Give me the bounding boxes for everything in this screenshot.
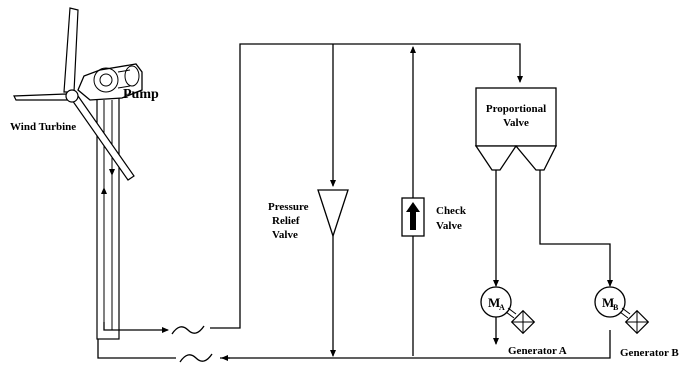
outflow-pipe-upper — [210, 43, 523, 329]
check-valve-label-2: Valve — [436, 220, 462, 232]
check-valve-arrow-icon — [406, 202, 420, 230]
proportional-valve-label-1: Proportional — [486, 103, 546, 115]
pressure-relief-label-1: Pressure — [268, 201, 309, 213]
line-to-motor-b — [539, 170, 613, 287]
generator-a-label: Generator A — [508, 345, 567, 357]
shaft-a — [505, 311, 515, 319]
generator-a-icon — [510, 309, 536, 335]
pipe-break-lower — [179, 353, 213, 363]
motor-b-label: M — [602, 295, 614, 310]
return-pipe — [220, 330, 611, 359]
wind-turbine — [13, 7, 143, 340]
motor-b — [594, 286, 626, 318]
shaft-b — [619, 311, 629, 319]
motor-a-label: M — [488, 295, 500, 310]
pipe-break-upper — [171, 325, 205, 335]
generator-b-label: Generator B — [620, 347, 679, 359]
motor-a-sub: A — [499, 303, 505, 312]
return-pipe-to-tower — [97, 339, 176, 359]
pressure-relief-valve — [317, 189, 349, 239]
pressure-relief-label-3: Valve — [272, 229, 298, 241]
wind-turbine-label: Wind Turbine — [10, 121, 76, 133]
proportional-valve-outlet-a — [474, 145, 518, 171]
pump-label: Pump — [123, 87, 159, 102]
proportional-valve — [475, 87, 557, 147]
turbine-nacelle — [77, 63, 143, 101]
proportional-valve-label-2: Valve — [503, 117, 529, 129]
check-valve-label-1: Check — [436, 205, 467, 217]
outflow-pipe-lower — [103, 322, 169, 333]
proportional-valve-outlet-b — [514, 145, 558, 171]
turbine-blade-top — [63, 7, 79, 93]
pressure-relief-label-2: Relief — [272, 215, 300, 227]
turbine-hub — [65, 89, 79, 103]
motor-b-sub: B — [613, 303, 619, 312]
generator-b-icon — [624, 309, 650, 335]
turbine-blade-left — [13, 93, 69, 101]
